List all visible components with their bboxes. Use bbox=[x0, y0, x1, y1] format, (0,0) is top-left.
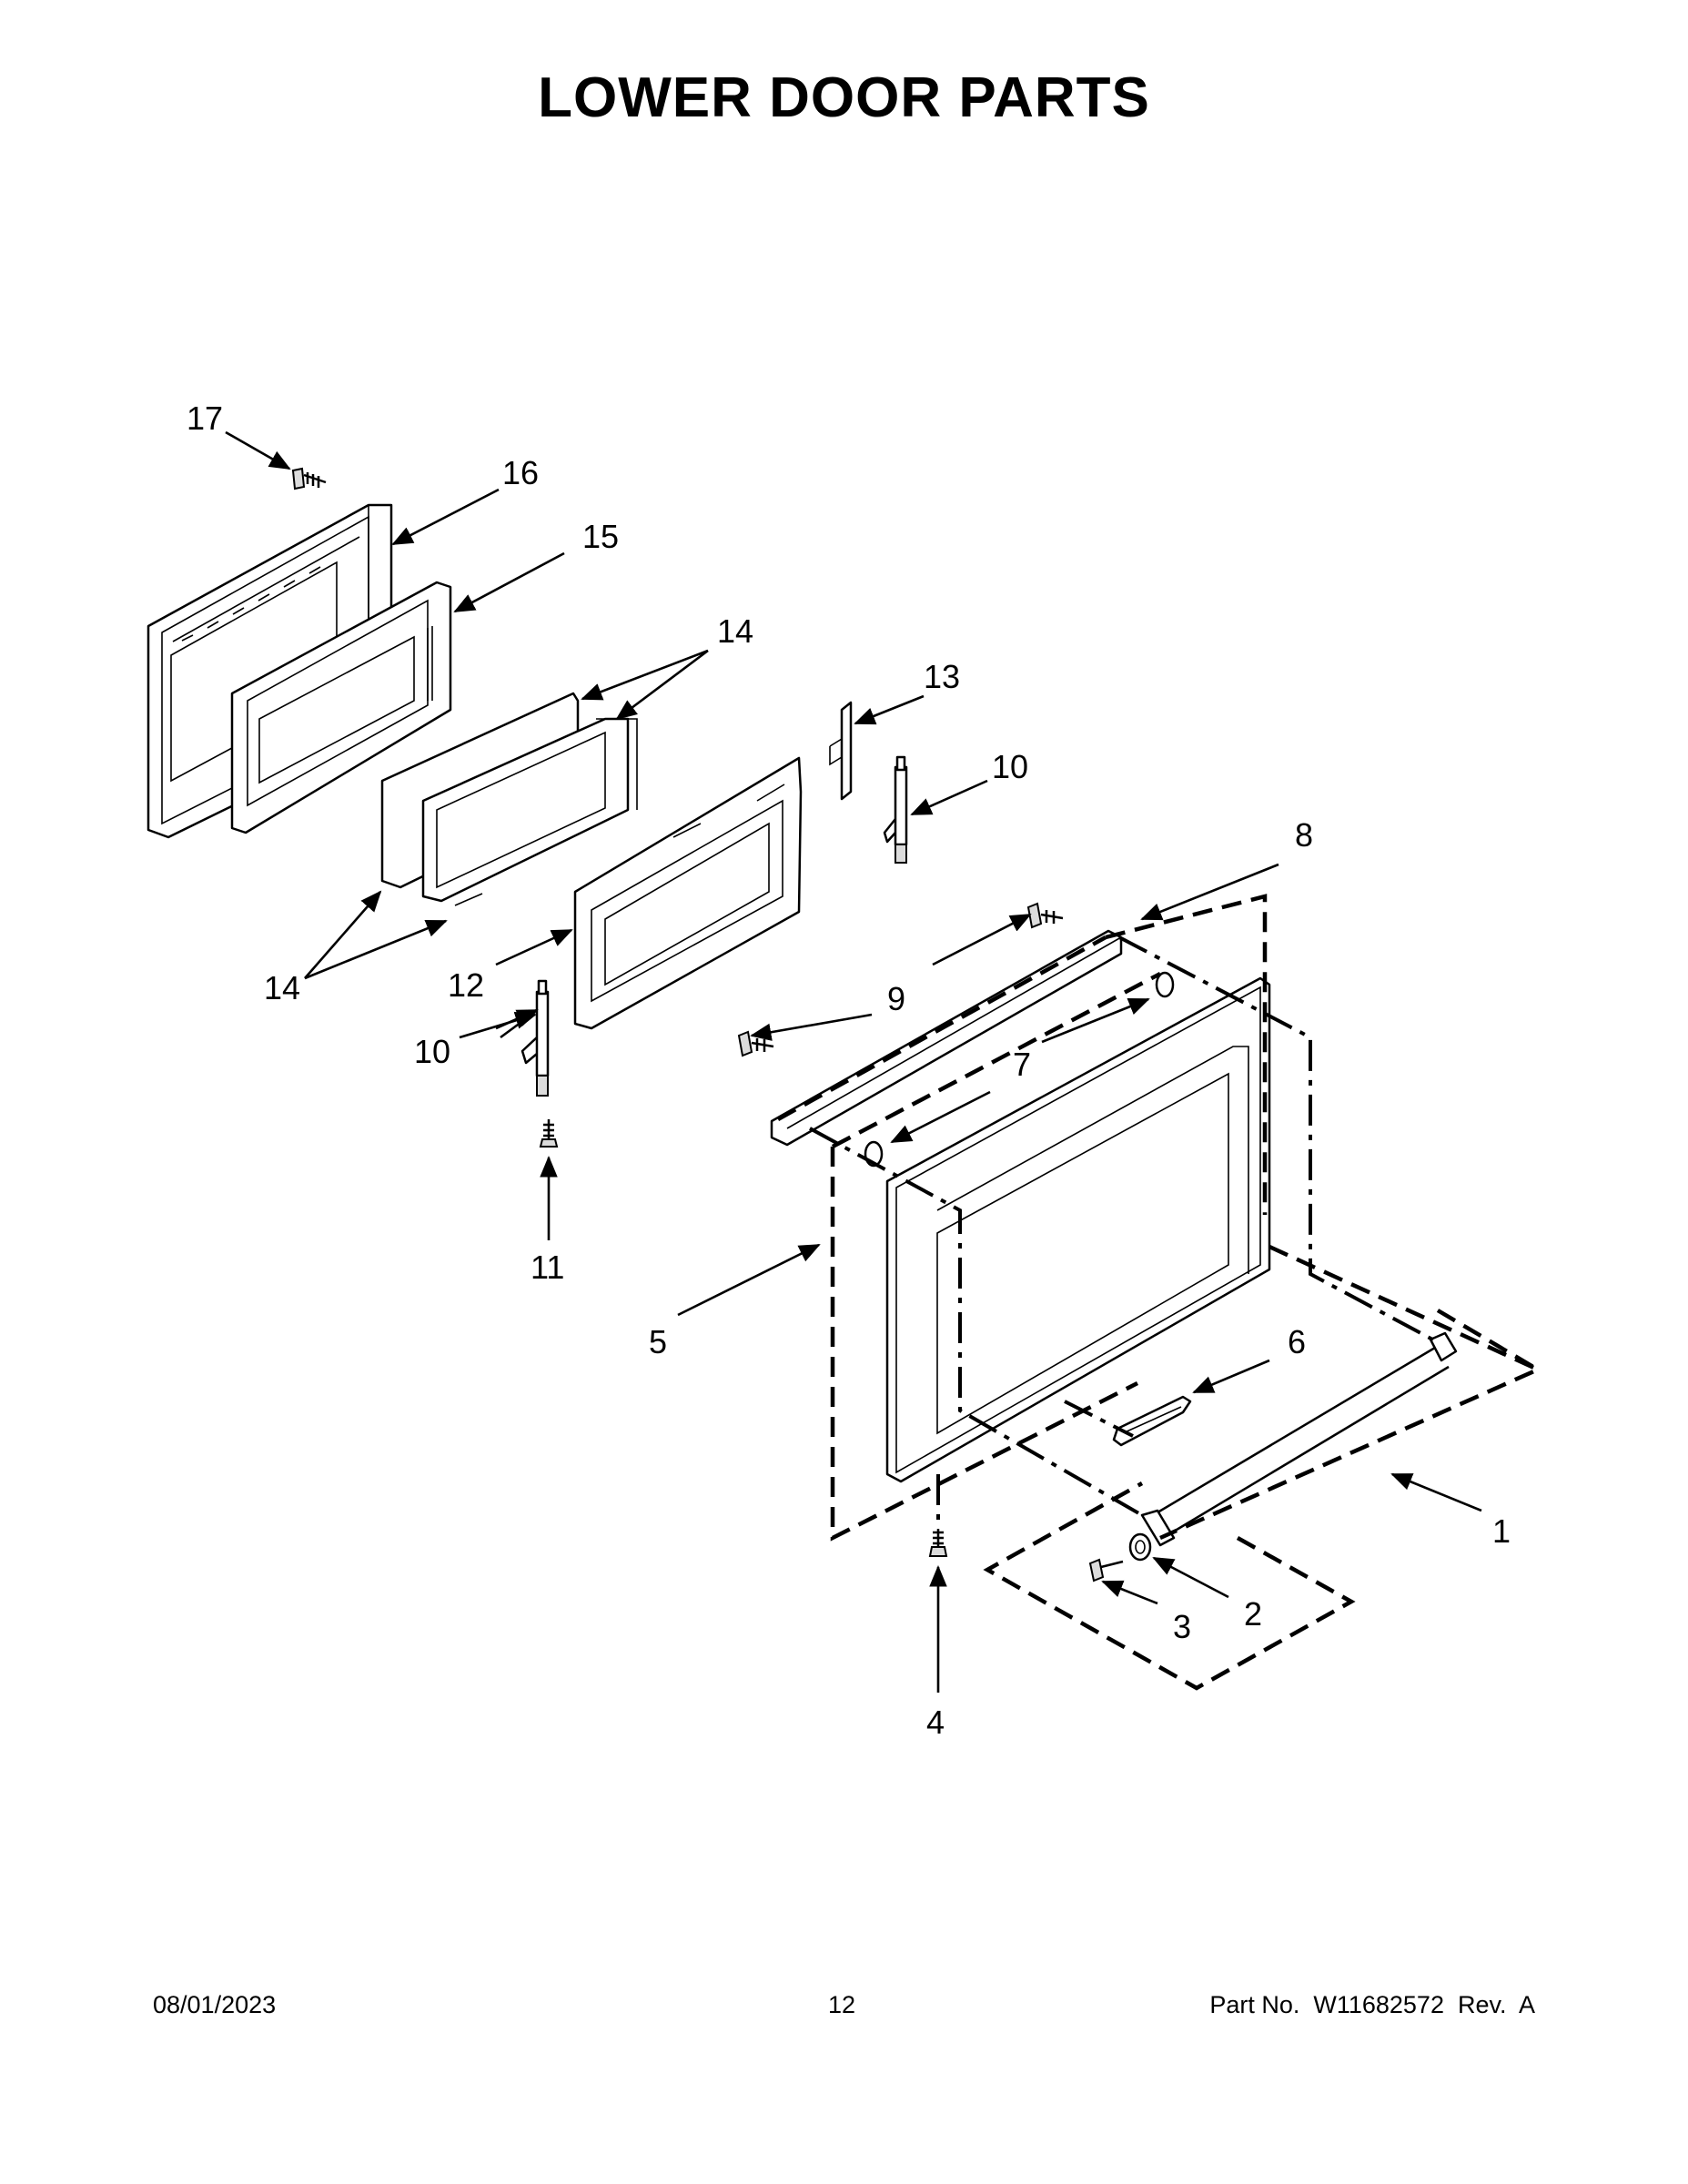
part-8-door-trim bbox=[770, 929, 1123, 1147]
part-10-hinge-right bbox=[883, 755, 908, 864]
callout-5: 5 bbox=[649, 1323, 667, 1360]
part-2-spacer bbox=[1128, 1532, 1152, 1562]
part-1-handle bbox=[1140, 1331, 1458, 1547]
callout-17: 16 bbox=[502, 454, 539, 491]
page-title: LOWER DOOR PARTS bbox=[538, 66, 1150, 129]
part-10-hinge-left bbox=[521, 979, 550, 1097]
callout-18: 17 bbox=[187, 399, 223, 437]
callout-15: 14 bbox=[717, 612, 753, 650]
part-16-door-frame bbox=[230, 581, 452, 834]
callout-1: 1 bbox=[1492, 1512, 1511, 1550]
callout-16: 15 bbox=[582, 518, 619, 555]
assembly-dashed-lines bbox=[776, 894, 1543, 1691]
callout-13: 13 bbox=[924, 658, 960, 695]
callout-14: 14 bbox=[264, 969, 300, 1006]
callout-12: 12 bbox=[448, 966, 484, 1004]
callout-6: 6 bbox=[1288, 1323, 1306, 1360]
footer-page-number: 12 bbox=[827, 1991, 856, 2018]
callout-leader-lines bbox=[225, 430, 1482, 1693]
callout-4: 4 bbox=[926, 1704, 945, 1741]
callout-11: 11 bbox=[531, 1249, 564, 1286]
callout-9: 9 bbox=[887, 980, 905, 1017]
callout-8: 8 bbox=[1295, 816, 1313, 854]
part-6-badge bbox=[1112, 1395, 1192, 1447]
footer-date: 08/01/2023 bbox=[153, 1991, 277, 2018]
part-5-outer-door bbox=[885, 976, 1271, 1483]
part-12-inner-door bbox=[573, 756, 803, 1030]
part-13-bracket bbox=[829, 701, 853, 801]
callout-3: 3 bbox=[1173, 1608, 1191, 1645]
part-11-screw bbox=[539, 1119, 559, 1148]
part-4-screw bbox=[928, 1529, 948, 1557]
callout-numbers: 17 16 15 14 13 10 8 9 7 14 12 10 11 5 6 … bbox=[187, 399, 1511, 1741]
part-18-screw bbox=[291, 467, 327, 490]
callout-10-upper: 10 bbox=[992, 748, 1028, 785]
callout-7: 7 bbox=[1013, 1046, 1031, 1083]
callout-10-lower: 10 bbox=[414, 1033, 450, 1070]
footer-part-number: Part No. W11682572 Rev. A bbox=[1209, 1991, 1535, 2018]
part-3-screw bbox=[1088, 1558, 1124, 1582]
callout-2: 2 bbox=[1244, 1595, 1262, 1633]
